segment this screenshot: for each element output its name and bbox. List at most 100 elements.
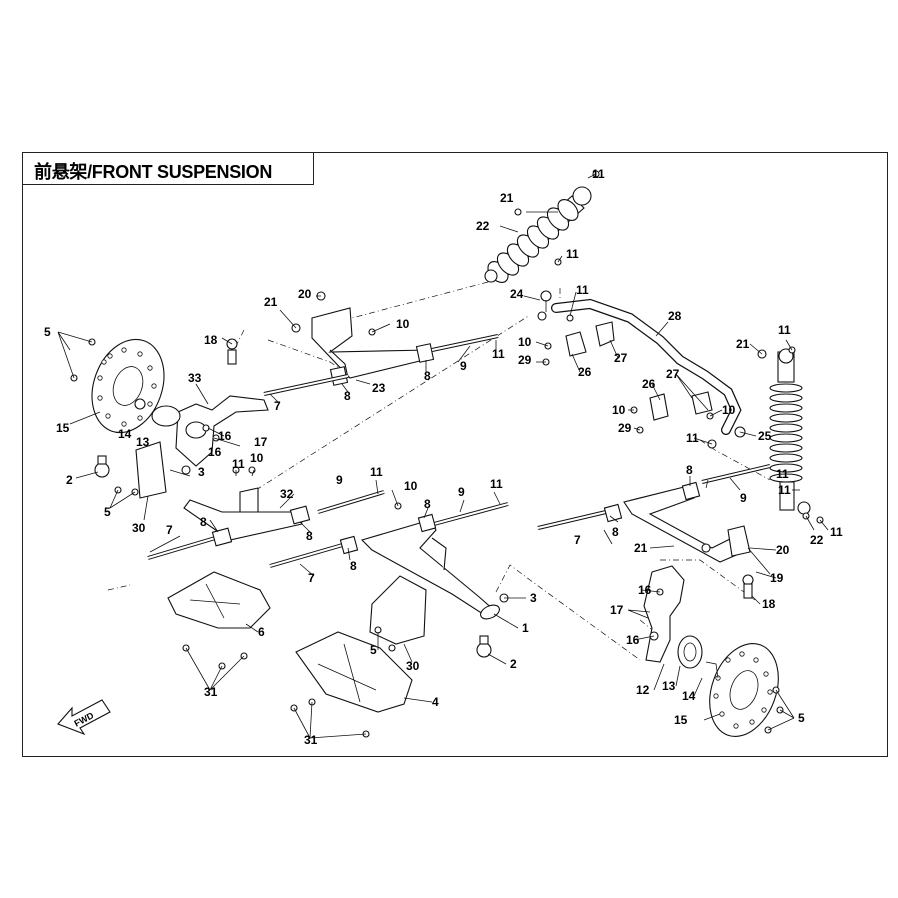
callout-label: 13 xyxy=(662,679,676,693)
callout-labels: 5 15 14 13 2 5 30 18 33 16 17 16 3 11 10… xyxy=(44,167,843,747)
lower-a-arm-center xyxy=(339,513,500,620)
callout-label: 10 xyxy=(396,317,410,331)
callout-label: 11 xyxy=(776,467,789,481)
callout-label: 8 xyxy=(612,525,619,539)
callout-label: 20 xyxy=(298,287,312,301)
ball-joints xyxy=(94,455,492,658)
callout-label: 16 xyxy=(218,429,232,443)
callout-label: 11 xyxy=(490,477,503,491)
callout-label: 9 xyxy=(336,473,343,487)
callout-label: 29 xyxy=(618,421,632,435)
callout-label: 10 xyxy=(518,335,532,349)
callout-label: 8 xyxy=(344,389,351,403)
callout-label: 21 xyxy=(634,541,648,555)
callout-label: 8 xyxy=(306,529,313,543)
callout-label: 17 xyxy=(610,603,624,617)
callout-label: 33 xyxy=(188,371,202,385)
callout-label: 9 xyxy=(740,491,747,505)
leader-lines xyxy=(57,173,829,739)
left-brake-disc xyxy=(91,338,165,434)
callout-label: 11 xyxy=(232,457,245,471)
callout-label: 1 xyxy=(522,621,529,635)
callout-label: 20 xyxy=(776,543,790,557)
callout-label: 9 xyxy=(458,485,465,499)
callout-label: 28 xyxy=(668,309,682,323)
callout-label: 7 xyxy=(308,571,315,585)
callout-label: 24 xyxy=(510,287,524,301)
lower-a-arm-right xyxy=(603,481,751,563)
callout-label: 32 xyxy=(280,487,294,501)
callout-label: 2 xyxy=(66,473,73,487)
callout-label: 7 xyxy=(574,533,581,547)
guard-plate-30 xyxy=(369,575,427,645)
callout-label: 9 xyxy=(460,359,467,373)
callout-label: 8 xyxy=(424,497,431,511)
lower-a-arm-left xyxy=(183,487,311,547)
callout-label: 17 xyxy=(254,435,268,449)
callout-label: 18 xyxy=(204,333,218,347)
callout-label: 23 xyxy=(372,381,386,395)
callout-label: 19 xyxy=(770,571,784,585)
left-knuckle xyxy=(135,395,269,499)
callout-label: 5 xyxy=(44,325,51,339)
callout-label: 11 xyxy=(778,483,791,497)
callout-label: 3 xyxy=(198,465,205,479)
callout-label: 27 xyxy=(666,367,680,381)
callout-label: 5 xyxy=(370,643,377,657)
callout-label: 27 xyxy=(614,351,628,365)
callout-label: 4 xyxy=(432,695,439,709)
callout-label: 16 xyxy=(638,583,652,597)
stabilizer-bar xyxy=(540,290,746,438)
callout-label: 31 xyxy=(304,733,318,747)
callout-label: 3 xyxy=(530,591,537,605)
callout-label: 10 xyxy=(404,479,418,493)
callout-label: 7 xyxy=(274,399,281,413)
diagram-frame xyxy=(22,152,888,757)
callout-label: 8 xyxy=(200,515,207,529)
callout-label: 14 xyxy=(118,427,132,441)
callout-label: 15 xyxy=(674,713,688,727)
callout-label: 31 xyxy=(204,685,218,699)
callout-label: 21 xyxy=(736,337,750,351)
right-shock-absorber xyxy=(769,348,811,515)
callout-label: 10 xyxy=(250,451,264,465)
callout-label: 30 xyxy=(132,521,146,535)
callout-label: 8 xyxy=(424,369,431,383)
callout-label: 11 xyxy=(778,323,791,337)
callout-label: 12 xyxy=(636,683,650,697)
callout-label: 5 xyxy=(104,505,111,519)
callout-label: 11 xyxy=(592,167,605,181)
callout-label: 6 xyxy=(258,625,265,639)
right-brake-disc xyxy=(709,643,779,737)
callout-label: 8 xyxy=(350,559,357,573)
callout-label: 11 xyxy=(830,525,843,539)
upper-shock-absorber xyxy=(484,186,592,283)
bolts xyxy=(147,334,771,568)
callout-label: 8 xyxy=(686,463,693,477)
callout-label: 2 xyxy=(510,657,517,671)
callout-label: 14 xyxy=(682,689,696,703)
callout-label: 22 xyxy=(476,219,490,233)
skid-plates xyxy=(167,571,413,713)
callout-label: 25 xyxy=(758,429,772,443)
callout-label: 26 xyxy=(642,377,656,391)
diagram-title: 前悬架/FRONT SUSPENSION xyxy=(34,162,273,182)
callout-label: 30 xyxy=(406,659,420,673)
right-knuckle xyxy=(643,565,719,679)
callout-label: 13 xyxy=(136,435,150,449)
callout-label: 21 xyxy=(500,191,514,205)
callout-label: 7 xyxy=(166,523,173,537)
callout-label: 15 xyxy=(56,421,70,435)
title-box xyxy=(22,152,314,185)
callout-label: 22 xyxy=(810,533,824,547)
callout-label: 5 xyxy=(798,711,805,725)
fwd-arrow: FWD xyxy=(57,699,111,736)
callout-label: 10 xyxy=(722,403,736,417)
callout-label: 18 xyxy=(762,597,776,611)
callout-label: 11 xyxy=(370,465,383,479)
callout-label: 10 xyxy=(612,403,626,417)
callout-label: 29 xyxy=(518,353,532,367)
callout-label: 16 xyxy=(208,445,222,459)
upper-a-arm-left xyxy=(311,307,435,386)
